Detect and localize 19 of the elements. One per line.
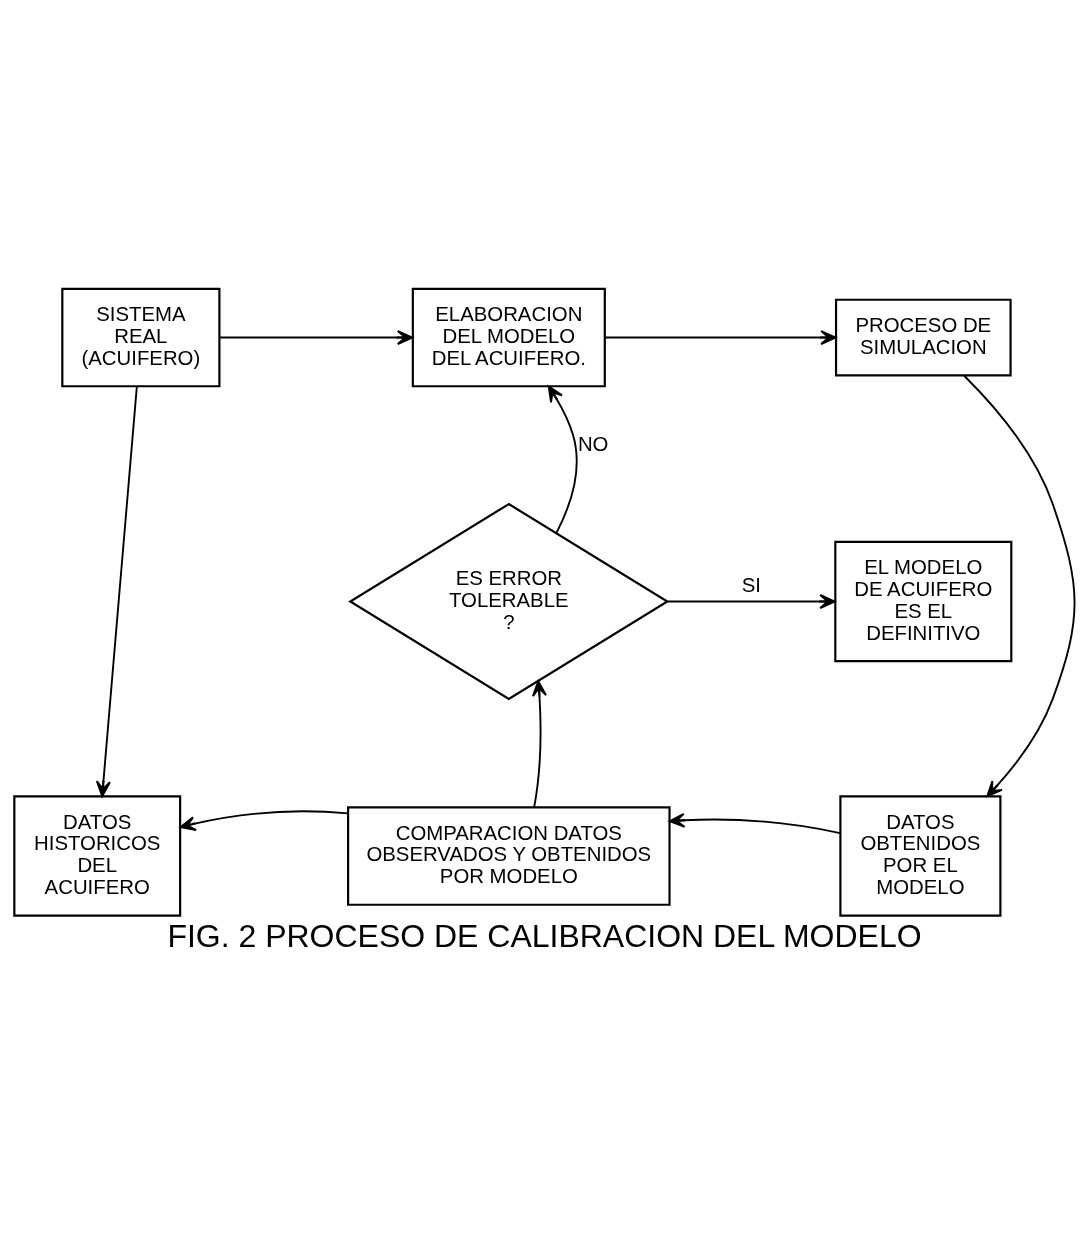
- arrow: [963, 374, 1076, 798]
- arrow: [668, 812, 841, 834]
- node-box: EL MODELO DE ACUIFERO ES EL DEFINITIVO: [834, 540, 1013, 663]
- arrow: [95, 385, 138, 798]
- arrow: [547, 385, 578, 534]
- node-box: ELABORACION DEL MODELO DEL ACUIFERO.: [411, 287, 606, 388]
- arrow: [179, 810, 349, 832]
- arrow: [604, 330, 837, 346]
- arrow: [218, 330, 414, 346]
- caption: FIG. 2 PROCESO DE CALIBRACION DEL MODELO: [167, 918, 922, 955]
- arrow: [532, 680, 547, 809]
- node-box: DATOS HISTORICOS DEL ACUIFERO: [13, 795, 182, 917]
- node-box: SISTEMA REAL (ACUIFERO): [61, 287, 221, 388]
- node-box: COMPARACION DATOS OBSERVADOS Y OBTENIDOS POR MODELO: [347, 806, 671, 906]
- edge-label: SI: [741, 573, 761, 596]
- node-box: DATOS OBTENIDOS POR EL MODELO: [839, 795, 1002, 917]
- node-box: PROCESO DE SIMULACION: [834, 298, 1012, 377]
- arrow: [666, 594, 836, 609]
- edge-label: NO: [577, 432, 609, 455]
